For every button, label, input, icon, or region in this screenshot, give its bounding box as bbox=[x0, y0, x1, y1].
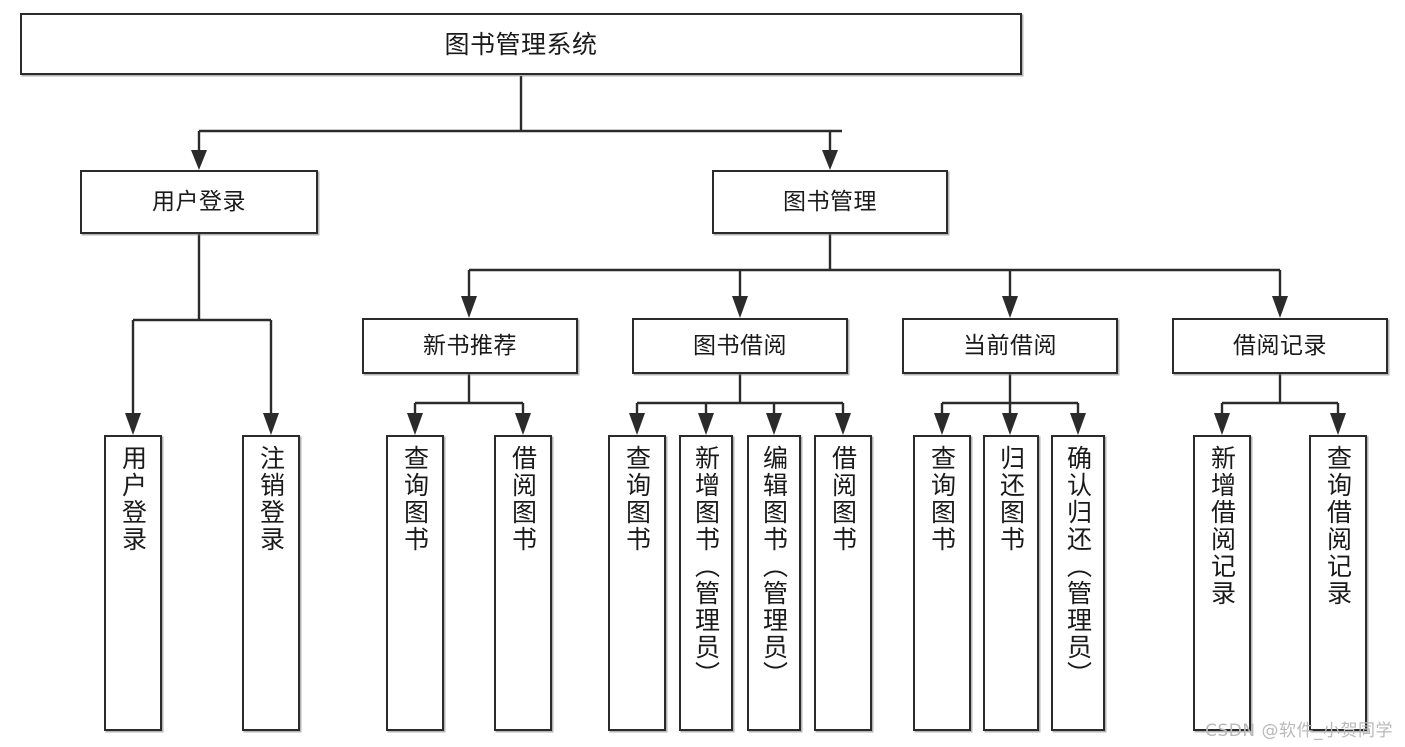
leaf-user-login[interactable]: 用户登录 bbox=[104, 435, 162, 731]
leaf-add-book-admin[interactable]: 新增图书（管理员） bbox=[679, 435, 733, 731]
node-book-management[interactable]: 图书管理 bbox=[712, 170, 948, 234]
leaf-add-borrow-record[interactable]: 新增借阅记录 bbox=[1193, 435, 1251, 731]
node-label: 新增图书（管理员） bbox=[691, 445, 721, 688]
leaf-borrow-book[interactable]: 借阅图书 bbox=[814, 435, 872, 731]
arrow-borrow-4 bbox=[835, 413, 851, 435]
node-label: 图书管理系统 bbox=[444, 29, 598, 59]
watermark: CSDN @软件_小贺同学 bbox=[1205, 721, 1393, 741]
node-label: 新增借阅记录 bbox=[1207, 445, 1237, 607]
leaf-return-book[interactable]: 归还图书 bbox=[983, 435, 1039, 731]
arrow-borrow-3 bbox=[766, 413, 782, 435]
arrow-to-new-book bbox=[461, 296, 477, 318]
node-user-login[interactable]: 用户登录 bbox=[80, 170, 318, 234]
node-label: 借阅图书 bbox=[828, 445, 858, 553]
node-label: 查询借阅记录 bbox=[1323, 445, 1353, 607]
node-label: 查询图书 bbox=[622, 445, 652, 553]
node-label: 借阅记录 bbox=[1233, 332, 1327, 359]
node-book-borrowing[interactable]: 图书借阅 bbox=[632, 318, 848, 374]
node-label: 编辑图书（管理员） bbox=[759, 445, 789, 688]
node-label: 用户登录 bbox=[118, 445, 148, 553]
arrow-new-book-2 bbox=[515, 413, 531, 435]
node-label: 借阅图书 bbox=[508, 445, 538, 553]
leaf-query-book-new[interactable]: 查询图书 bbox=[386, 435, 444, 731]
node-label: 图书管理 bbox=[783, 188, 877, 215]
arrow-current-3 bbox=[1070, 413, 1086, 435]
leaf-logout[interactable]: 注销登录 bbox=[242, 435, 300, 731]
arrow-to-book-mgmt bbox=[822, 150, 838, 170]
node-label: 查询图书 bbox=[927, 445, 957, 553]
node-label: 注销登录 bbox=[256, 445, 286, 553]
arrow-to-borrow bbox=[732, 296, 748, 318]
arrow-user-login-1 bbox=[125, 413, 141, 435]
node-label: 确认归还（管理员） bbox=[1063, 445, 1093, 688]
leaf-edit-book-admin[interactable]: 编辑图书（管理员） bbox=[747, 435, 801, 731]
node-label: 图书借阅 bbox=[693, 332, 787, 359]
arrow-current-2 bbox=[1002, 413, 1018, 435]
node-label: 新书推荐 bbox=[423, 332, 517, 359]
arrow-borrow-1 bbox=[629, 413, 645, 435]
arrow-record-1 bbox=[1214, 413, 1230, 435]
node-label: 归还图书 bbox=[996, 445, 1026, 553]
node-label: 查询图书 bbox=[400, 445, 430, 553]
node-borrowing-records[interactable]: 借阅记录 bbox=[1172, 318, 1388, 374]
leaf-query-borrow-record[interactable]: 查询借阅记录 bbox=[1309, 435, 1367, 731]
node-label: 当前借阅 bbox=[963, 332, 1057, 359]
leaf-borrow-book-new[interactable]: 借阅图书 bbox=[494, 435, 552, 731]
arrow-user-login-2 bbox=[263, 413, 279, 435]
arrow-to-current bbox=[1002, 296, 1018, 318]
arrow-to-user-login bbox=[191, 150, 207, 170]
node-root-book-management-system[interactable]: 图书管理系统 bbox=[20, 13, 1022, 75]
node-label: 用户登录 bbox=[152, 188, 246, 215]
arrow-record-2 bbox=[1330, 413, 1346, 435]
node-new-book-recommendation[interactable]: 新书推荐 bbox=[362, 318, 578, 374]
leaf-confirm-return-admin[interactable]: 确认归还（管理员） bbox=[1051, 435, 1105, 731]
leaf-query-book-current[interactable]: 查询图书 bbox=[913, 435, 971, 731]
arrow-to-record bbox=[1272, 296, 1288, 318]
arrow-new-book-1 bbox=[407, 413, 423, 435]
leaf-query-book-borrow[interactable]: 查询图书 bbox=[608, 435, 666, 731]
arrow-borrow-2 bbox=[698, 413, 714, 435]
arrow-current-1 bbox=[934, 413, 950, 435]
node-current-borrowing[interactable]: 当前借阅 bbox=[902, 318, 1118, 374]
